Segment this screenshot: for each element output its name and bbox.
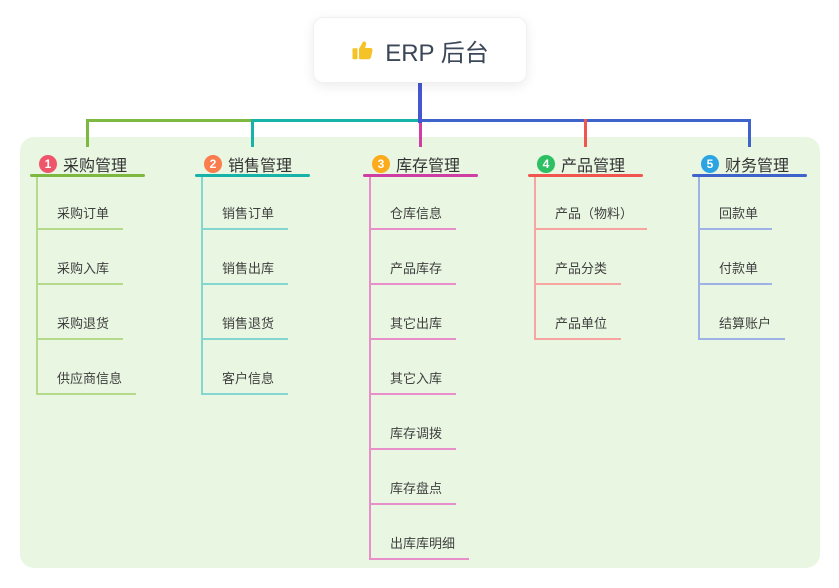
root-trunk-line (417, 83, 422, 123)
child-node[interactable]: 出库库明细 (369, 535, 470, 560)
branch-label: 采购管理 (63, 157, 128, 175)
child-node[interactable]: 采购退货 (36, 315, 124, 340)
child-node[interactable]: 仓库信息 (369, 205, 457, 230)
child-node[interactable]: 产品分类 (534, 260, 622, 285)
bus-segment-green (86, 119, 254, 122)
branch-number-badge: 5 (701, 154, 719, 173)
child-node[interactable]: 采购订单 (36, 205, 124, 230)
branch-number-badge: 2 (204, 154, 222, 173)
child-node[interactable]: 结算账户 (698, 315, 786, 340)
root-node-label: ERP 后台 (385, 39, 489, 67)
child-node[interactable]: 销售订单 (201, 205, 289, 230)
child-node[interactable]: 付款单 (698, 260, 773, 285)
branch-node-2[interactable]: 2 销售管理 (195, 150, 292, 177)
branch-underline (195, 174, 310, 177)
bus-segment-teal (251, 119, 422, 122)
child-node[interactable]: 产品单位 (534, 315, 622, 340)
branch-node-5[interactable]: 5 财务管理 (692, 150, 789, 177)
branch-drop-line-2 (251, 119, 254, 147)
child-node[interactable]: 回款单 (698, 205, 773, 230)
child-node[interactable]: 产品库存 (369, 260, 457, 285)
branch-drop-line-5 (748, 119, 751, 147)
branch-number-badge: 3 (372, 154, 390, 173)
children-connector-line (698, 177, 700, 340)
children-connector-line (201, 177, 203, 395)
branch-drop-line-3 (419, 119, 422, 147)
child-node[interactable]: 销售退货 (201, 315, 289, 340)
children-connector-line (369, 177, 371, 560)
thumb-up-icon (351, 38, 375, 62)
branch-label: 库存管理 (396, 157, 461, 175)
branch-label: 销售管理 (228, 157, 293, 175)
branch-underline (692, 174, 807, 177)
branch-underline (528, 174, 643, 177)
branch-node-3[interactable]: 3 库存管理 (363, 150, 460, 177)
branch-node-4[interactable]: 4 产品管理 (528, 150, 625, 177)
child-node[interactable]: 库存调拨 (369, 425, 457, 450)
child-node[interactable]: 产品（物料） (534, 205, 648, 230)
child-node[interactable]: 其它入库 (369, 370, 457, 395)
child-node[interactable]: 库存盘点 (369, 480, 457, 505)
child-node[interactable]: 采购入库 (36, 260, 124, 285)
branch-node-1[interactable]: 1 采购管理 (30, 150, 127, 177)
branch-number-badge: 4 (537, 154, 555, 173)
child-node[interactable]: 销售出库 (201, 260, 289, 285)
child-node[interactable]: 客户信息 (201, 370, 289, 395)
branch-drop-line-4 (584, 119, 587, 147)
branch-underline (30, 174, 145, 177)
branch-underline (363, 174, 478, 177)
children-connector-line (36, 177, 38, 395)
child-node[interactable]: 供应商信息 (36, 370, 137, 395)
branch-label: 财务管理 (725, 157, 790, 175)
children-connector-line (534, 177, 536, 340)
branches-panel (20, 137, 820, 568)
root-node[interactable]: ERP 后台 (313, 17, 527, 83)
branch-drop-line-1 (86, 119, 89, 147)
branch-label: 产品管理 (561, 157, 626, 175)
branch-number-badge: 1 (39, 154, 57, 173)
child-node[interactable]: 其它出库 (369, 315, 457, 340)
